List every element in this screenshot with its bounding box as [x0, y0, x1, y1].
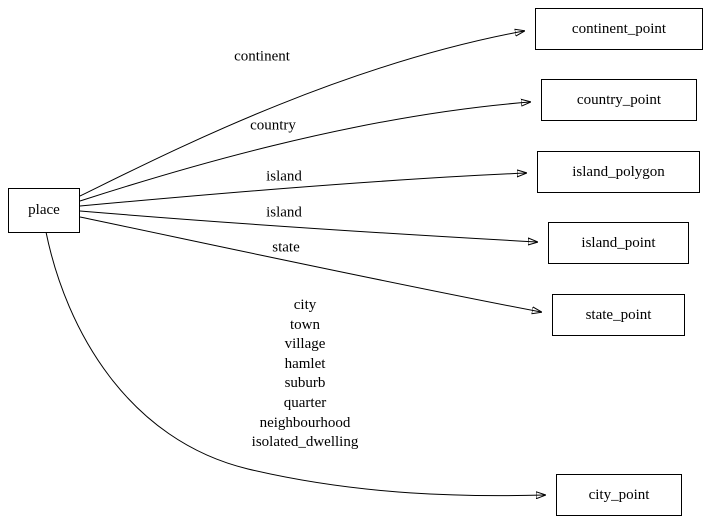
edge-label-suburb: suburb — [284, 375, 326, 392]
edge-label-island-polygon: island — [266, 168, 302, 185]
edge-label-neighbourhood: neighbourhood — [259, 414, 351, 431]
node-country-point-label: country_point — [576, 91, 662, 108]
node-place-label: place — [28, 202, 60, 218]
node-island-point-label: island_point — [581, 234, 656, 251]
node-country-point: country_point — [541, 79, 697, 121]
edge-label-isolated-dwelling: isolated_dwelling — [251, 434, 359, 451]
edge-label-country: country — [250, 117, 296, 134]
node-state-point-label: state_point — [585, 306, 652, 323]
node-state-point: state_point — [552, 294, 685, 336]
edge-label-hamlet: hamlet — [284, 355, 326, 372]
node-island-point: island_point — [548, 222, 689, 264]
edge-place-continent_point — [79, 31, 524, 197]
edge-place-city_point — [45, 231, 545, 496]
edge-label-town: town — [290, 316, 320, 333]
node-place: place — [8, 188, 80, 233]
node-island-polygon-label: island_polygon — [572, 163, 665, 180]
edge-label-quarter: quarter — [283, 394, 327, 411]
edge-label-village: village — [284, 336, 326, 353]
edge-label-city: city — [293, 297, 317, 313]
node-continent-point: continent_point — [535, 8, 703, 50]
node-continent-point-label: continent_point — [571, 20, 667, 37]
edge-place-island_polygon — [79, 173, 526, 207]
node-island-polygon: island_polygon — [537, 151, 700, 193]
edge-label-city-group: city town village hamlet suburb quarter … — [252, 296, 359, 453]
edge-place-country_point — [79, 102, 530, 202]
edge-place-island_point — [79, 210, 537, 242]
edge-label-continent: continent — [234, 48, 290, 65]
edge-place-state_point — [79, 216, 541, 312]
node-city-point-label: city_point — [588, 486, 650, 503]
node-city-point: city_point — [556, 474, 682, 516]
edge-label-state: state — [272, 239, 300, 256]
edge-label-island-point: island — [266, 204, 302, 221]
